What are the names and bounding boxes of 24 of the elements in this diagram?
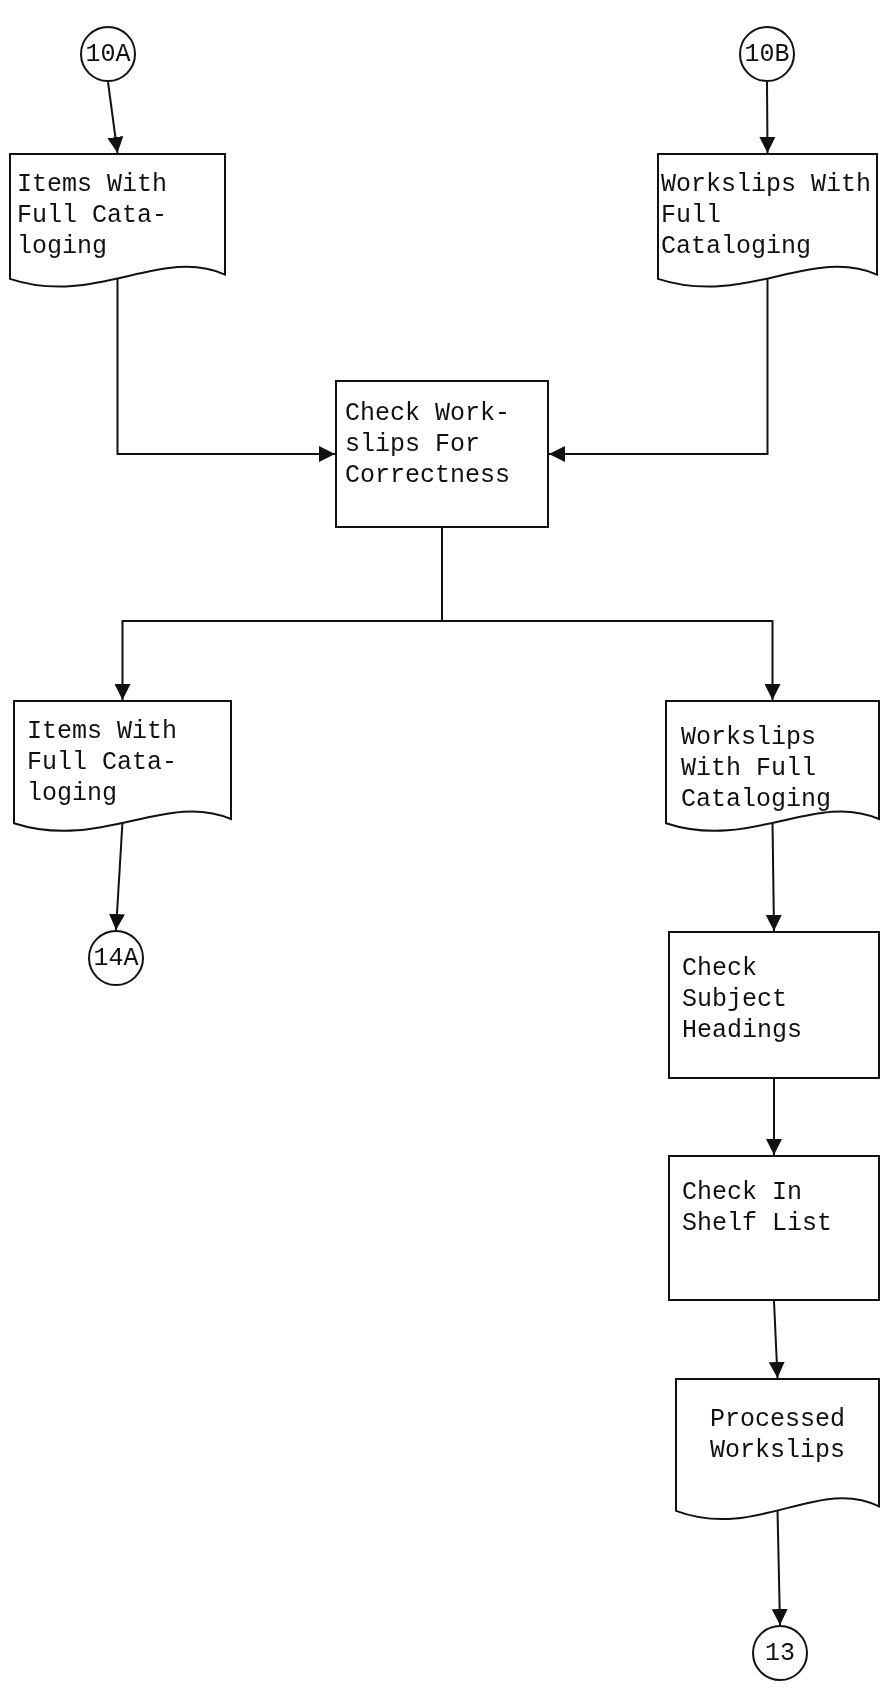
node-label: Processed Workslips	[709, 1404, 846, 1466]
node-label: 14A	[92, 942, 140, 974]
connector-circle	[739, 26, 795, 82]
arrow	[107, 81, 124, 154]
node-label: Items With Full Cata- loging	[17, 169, 169, 262]
node-label: Workslips With Full Cataloging	[661, 169, 873, 262]
process-box	[335, 380, 549, 528]
connector-circle	[80, 26, 136, 82]
node-label: Check Subject Headings	[682, 953, 804, 1046]
node-label: 13	[764, 1637, 796, 1669]
node-label: Workslips With Full Cataloging	[681, 722, 833, 815]
node-label: Items With Full Cata- loging	[27, 716, 179, 809]
arrow	[768, 1300, 785, 1379]
node-label: Check In Shelf List	[682, 1177, 834, 1239]
node-label: Check Work- slips For Correctness	[345, 398, 512, 491]
node-label: 10B	[743, 38, 791, 70]
node-label: 10A	[84, 38, 132, 70]
arrow	[766, 1078, 782, 1156]
arrow	[759, 81, 776, 154]
process-box	[668, 1155, 880, 1301]
connector-circle	[752, 1625, 808, 1681]
arrow	[548, 276, 769, 462]
process-box	[668, 931, 880, 1079]
connector-circle	[88, 930, 144, 986]
